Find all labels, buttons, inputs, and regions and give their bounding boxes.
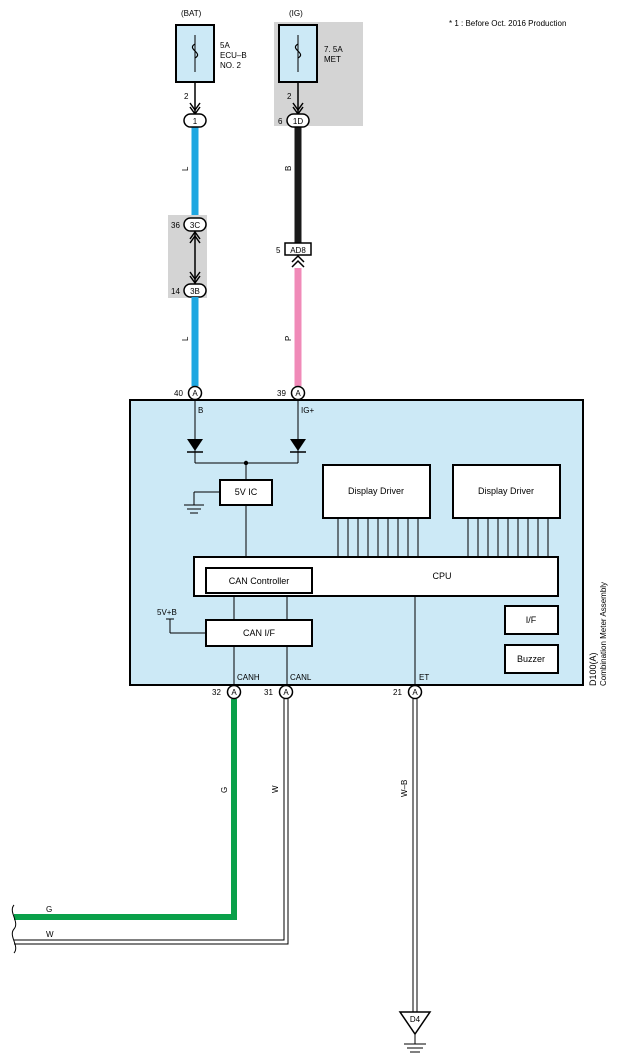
bat-source-label: (BAT): [181, 9, 202, 18]
pin-39-id: A: [295, 389, 301, 398]
wire-ig-upper-color: B: [284, 166, 293, 171]
pin-40-number: 40: [174, 389, 183, 398]
connector-ad8-id: AD8: [290, 246, 306, 255]
meter-code: D100(A): [588, 652, 598, 686]
display-driver-1-block: [322, 464, 431, 519]
ground-id: D4: [410, 1015, 421, 1024]
driver-bus-lines: [337, 518, 549, 557]
connector-3c-pin: 36: [171, 221, 180, 230]
ground-connector-d4: [398, 1011, 432, 1036]
ground-icon: [404, 1034, 426, 1053]
display-driver-2-label: Display Driver: [478, 486, 534, 496]
wire-canl-color: W: [271, 785, 280, 793]
pin-31-number: 31: [264, 688, 273, 697]
pin-21: [407, 684, 423, 700]
pin-32-id: A: [231, 688, 237, 697]
ig-fuse-pin: 2: [287, 92, 292, 101]
ig-fuse-name: MET: [324, 55, 341, 64]
cpu-label: CPU: [432, 571, 451, 581]
wire-break-icon: [11, 904, 17, 954]
fuse-met: [278, 24, 318, 83]
five-v-ic-block: [219, 479, 273, 506]
connector-3c: [183, 217, 207, 232]
pin-39-number: 39: [277, 389, 286, 398]
connector-1: [183, 113, 207, 128]
wire-bat-upper-color: L: [181, 166, 190, 171]
can-if-label: CAN I/F: [243, 628, 276, 638]
connector-1-id: 1: [193, 117, 198, 126]
connector-1d-id: 1D: [293, 117, 303, 126]
if-block: [504, 605, 559, 635]
bat-fuse-pin: 2: [184, 92, 189, 101]
ig-source-label: (IG): [289, 9, 303, 18]
pin-32-number: 32: [212, 688, 221, 697]
bus-w-label: W: [46, 930, 54, 939]
pin-32: [226, 684, 242, 700]
connector-3b-id: 3B: [190, 287, 200, 296]
wire-ig-lower-color: P: [284, 336, 293, 341]
bat-fuse-name: ECU–B: [220, 51, 247, 60]
connector-arrow-icon: [189, 230, 201, 244]
pin-40-id: A: [192, 389, 198, 398]
meter-pin-canl-label: CANL: [290, 673, 312, 682]
connector-ad8-pin: 5: [276, 246, 281, 255]
pin-21-id: A: [412, 688, 418, 697]
fuse-ecu-b-no2: [175, 24, 215, 83]
five-v-b-label: 5V+B: [157, 608, 177, 617]
wire-canl: [14, 699, 289, 945]
wire-et-color: W–B: [400, 780, 409, 797]
meter-pin-b-label: B: [198, 406, 203, 415]
connector-3c-id: 3C: [190, 221, 200, 230]
connector-arrow-icon: [291, 254, 305, 268]
wire-canh-color: G: [220, 787, 229, 793]
bat-fuse-rating: 5A: [220, 41, 230, 50]
can-controller-block: [205, 567, 313, 594]
fuse-icon: [191, 43, 199, 59]
fuse-icon: [294, 43, 302, 59]
meter-pin-canh-label: CANH: [237, 673, 260, 682]
display-driver-1-label: Display Driver: [348, 486, 404, 496]
pin-31: [278, 684, 294, 700]
connector-1d: [286, 113, 310, 128]
wire-bat-lower-color: L: [181, 336, 190, 341]
connector-arrow-icon: [189, 271, 201, 285]
meter-pin-et-label: ET: [419, 673, 429, 682]
if-label: I/F: [526, 615, 537, 625]
buzzer-block: [504, 644, 559, 674]
wire-canh: [14, 699, 237, 920]
diode-b-icon: [187, 439, 203, 451]
can-if-block: [205, 619, 313, 647]
can-controller-label: CAN Controller: [229, 576, 290, 586]
connector-1d-pin: 6: [278, 117, 283, 126]
pin-31-id: A: [283, 688, 289, 697]
bus-g-label: G: [46, 905, 52, 914]
pin-21-number: 21: [393, 688, 402, 697]
diode-ig-icon: [290, 439, 306, 451]
five-v-ic-label: 5V IC: [235, 487, 258, 497]
display-driver-2-block: [452, 464, 561, 519]
ig-fuse-rating: 7. 5A: [324, 45, 343, 54]
production-note: * 1 : Before Oct. 2016 Production: [449, 19, 566, 28]
connector-3b-pin: 14: [171, 287, 180, 296]
meter-name: Combination Meter Assembly: [599, 582, 608, 686]
meter-pin-ig-label: IG+: [301, 406, 314, 415]
buzzer-label: Buzzer: [517, 654, 545, 664]
bat-fuse-number: NO. 2: [220, 61, 241, 70]
